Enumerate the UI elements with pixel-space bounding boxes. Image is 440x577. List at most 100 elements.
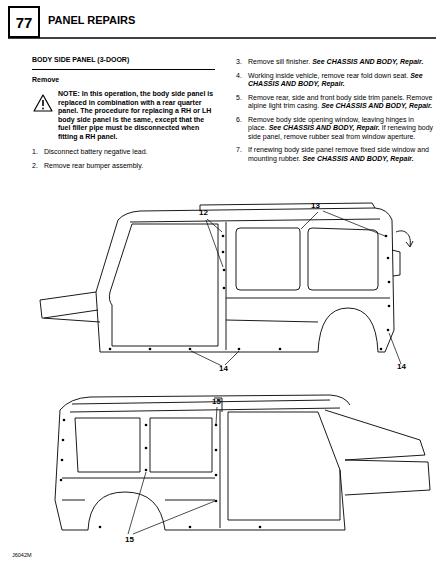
spot-weld	[380, 348, 383, 351]
body-shell-inner	[88, 492, 165, 530]
body-shell-side	[392, 250, 400, 276]
body-shell-inner	[55, 395, 430, 530]
section-heading: BODY SIDE PANEL (3-DOOR)	[32, 56, 129, 63]
body-shell-side	[109, 224, 132, 305]
leader-line	[128, 472, 146, 534]
spot-weld	[109, 348, 112, 351]
spot-weld	[223, 287, 226, 290]
spot-weld	[222, 251, 225, 254]
page-title: PANEL REPAIRS	[48, 15, 135, 26]
spot-weld	[222, 235, 225, 238]
spot-weld	[145, 469, 148, 472]
spot-weld	[259, 526, 262, 529]
warning-note: NOTE: In this operation, the body side p…	[58, 90, 213, 140]
body-shell-side	[118, 208, 392, 220]
leader-line	[301, 212, 318, 229]
leader-line	[191, 351, 222, 366]
leader-line	[225, 351, 239, 365]
callout-number: 14	[397, 363, 406, 371]
spot-weld	[388, 281, 391, 284]
figure-code: J6042M	[12, 553, 32, 559]
leader-line	[389, 333, 401, 364]
body-shell-inner	[165, 530, 345, 531]
spot-weld	[215, 449, 218, 452]
warning-triangle	[34, 95, 52, 111]
procedure-step: 3.Remove sill finisher. See CHASSIS AND …	[236, 58, 434, 67]
callout-number: 15	[125, 536, 134, 544]
body-shell-inner	[150, 418, 212, 472]
procedure-step: 7.If renewing body side panel remove fix…	[236, 146, 434, 163]
spot-weld	[215, 500, 218, 503]
body-shell-side	[406, 241, 413, 247]
spot-weld	[215, 424, 218, 427]
spot-weld	[223, 269, 226, 272]
callout-number: 14	[219, 365, 228, 373]
body-shell-side	[96, 220, 118, 292]
body-shell-inner	[55, 410, 62, 530]
text-block: BODY SIDE PANEL (3-DOOR)	[32, 56, 215, 70]
body-shell-inner	[72, 400, 330, 404]
body-shell-inner	[340, 470, 345, 530]
body-shell-side	[226, 298, 390, 299]
body-shell-side	[396, 231, 410, 246]
spot-weld	[145, 424, 148, 427]
body-shell-side	[112, 224, 218, 346]
body-shell-inner	[62, 500, 85, 501]
spot-weld	[60, 479, 63, 482]
step-number: 3.	[236, 58, 242, 67]
sub-heading: Remove	[32, 76, 59, 83]
callout-number: 13	[311, 202, 320, 210]
chapter-number: 77	[16, 15, 33, 30]
callout-number: 12	[199, 209, 208, 217]
procedure-step: 2.Remove rear bumper assembly.	[32, 162, 215, 171]
body-shell-inner	[345, 460, 430, 495]
step-number: 2.	[32, 162, 38, 171]
spot-weld	[60, 235, 391, 529]
step-number: 4.	[236, 72, 242, 81]
body-shell-inner	[62, 530, 88, 531]
body-shell-inner	[75, 418, 140, 472]
spot-weld	[145, 447, 148, 450]
step-text: Disconnect battery negative lead.	[44, 148, 148, 155]
step-number: 1.	[32, 148, 38, 157]
leader-line	[207, 219, 222, 232]
procedure-step: 1. Disconnect battery negative lead.	[32, 148, 215, 157]
warning-triangle	[42, 108, 44, 110]
leader-line	[133, 501, 215, 534]
step-number: 7.	[236, 146, 242, 155]
cross-reference: See CHASSIS AND BODY, Repair.	[321, 102, 432, 109]
spot-weld	[238, 348, 241, 351]
body-shell-inner	[62, 478, 215, 479]
step-text: Working inside vehicle, remove rear fold…	[248, 72, 408, 79]
body-shell-side	[130, 219, 380, 222]
leader-line	[206, 220, 223, 267]
body-shell-side	[226, 320, 318, 322]
spot-weld	[62, 439, 65, 442]
body-shell-inner	[165, 500, 215, 501]
procedure-step: 6.Remove body side opening window, leavi…	[236, 116, 434, 142]
text-column: 3.Remove sill finisher. See CHASSIS AND …	[236, 58, 434, 168]
body-shell-inner	[220, 410, 221, 528]
body-shell-inner	[70, 408, 340, 412]
cross-reference: See CHASSIS AND BODY, Repair.	[303, 155, 414, 162]
leader-line	[216, 407, 217, 424]
body-shell-side	[200, 203, 375, 211]
header-rule	[8, 37, 436, 39]
step-number: 6.	[236, 116, 242, 125]
body-shell-side	[100, 352, 318, 353]
body-shell-inner	[325, 410, 425, 460]
leader-line	[323, 211, 385, 236]
procedure-step: 5.Remove rear, side and front body side …	[236, 94, 434, 111]
procedure-step: 4. Working inside vehicle, remove rear fo…	[236, 72, 434, 89]
cross-reference: See CHASSIS AND BODY, Repair.	[269, 124, 380, 131]
body-shell-side	[40, 203, 413, 352]
body-shell-inner	[228, 412, 340, 520]
chapter-number-box: 77	[8, 6, 40, 38]
spot-weld	[63, 419, 66, 422]
body-shell-side	[308, 228, 378, 290]
body-shell-side	[236, 228, 300, 290]
cross-reference: See CHASSIS AND BODY, Repair.	[312, 58, 423, 65]
body-shell-side	[378, 220, 394, 352]
callout-number: 15	[212, 398, 221, 406]
